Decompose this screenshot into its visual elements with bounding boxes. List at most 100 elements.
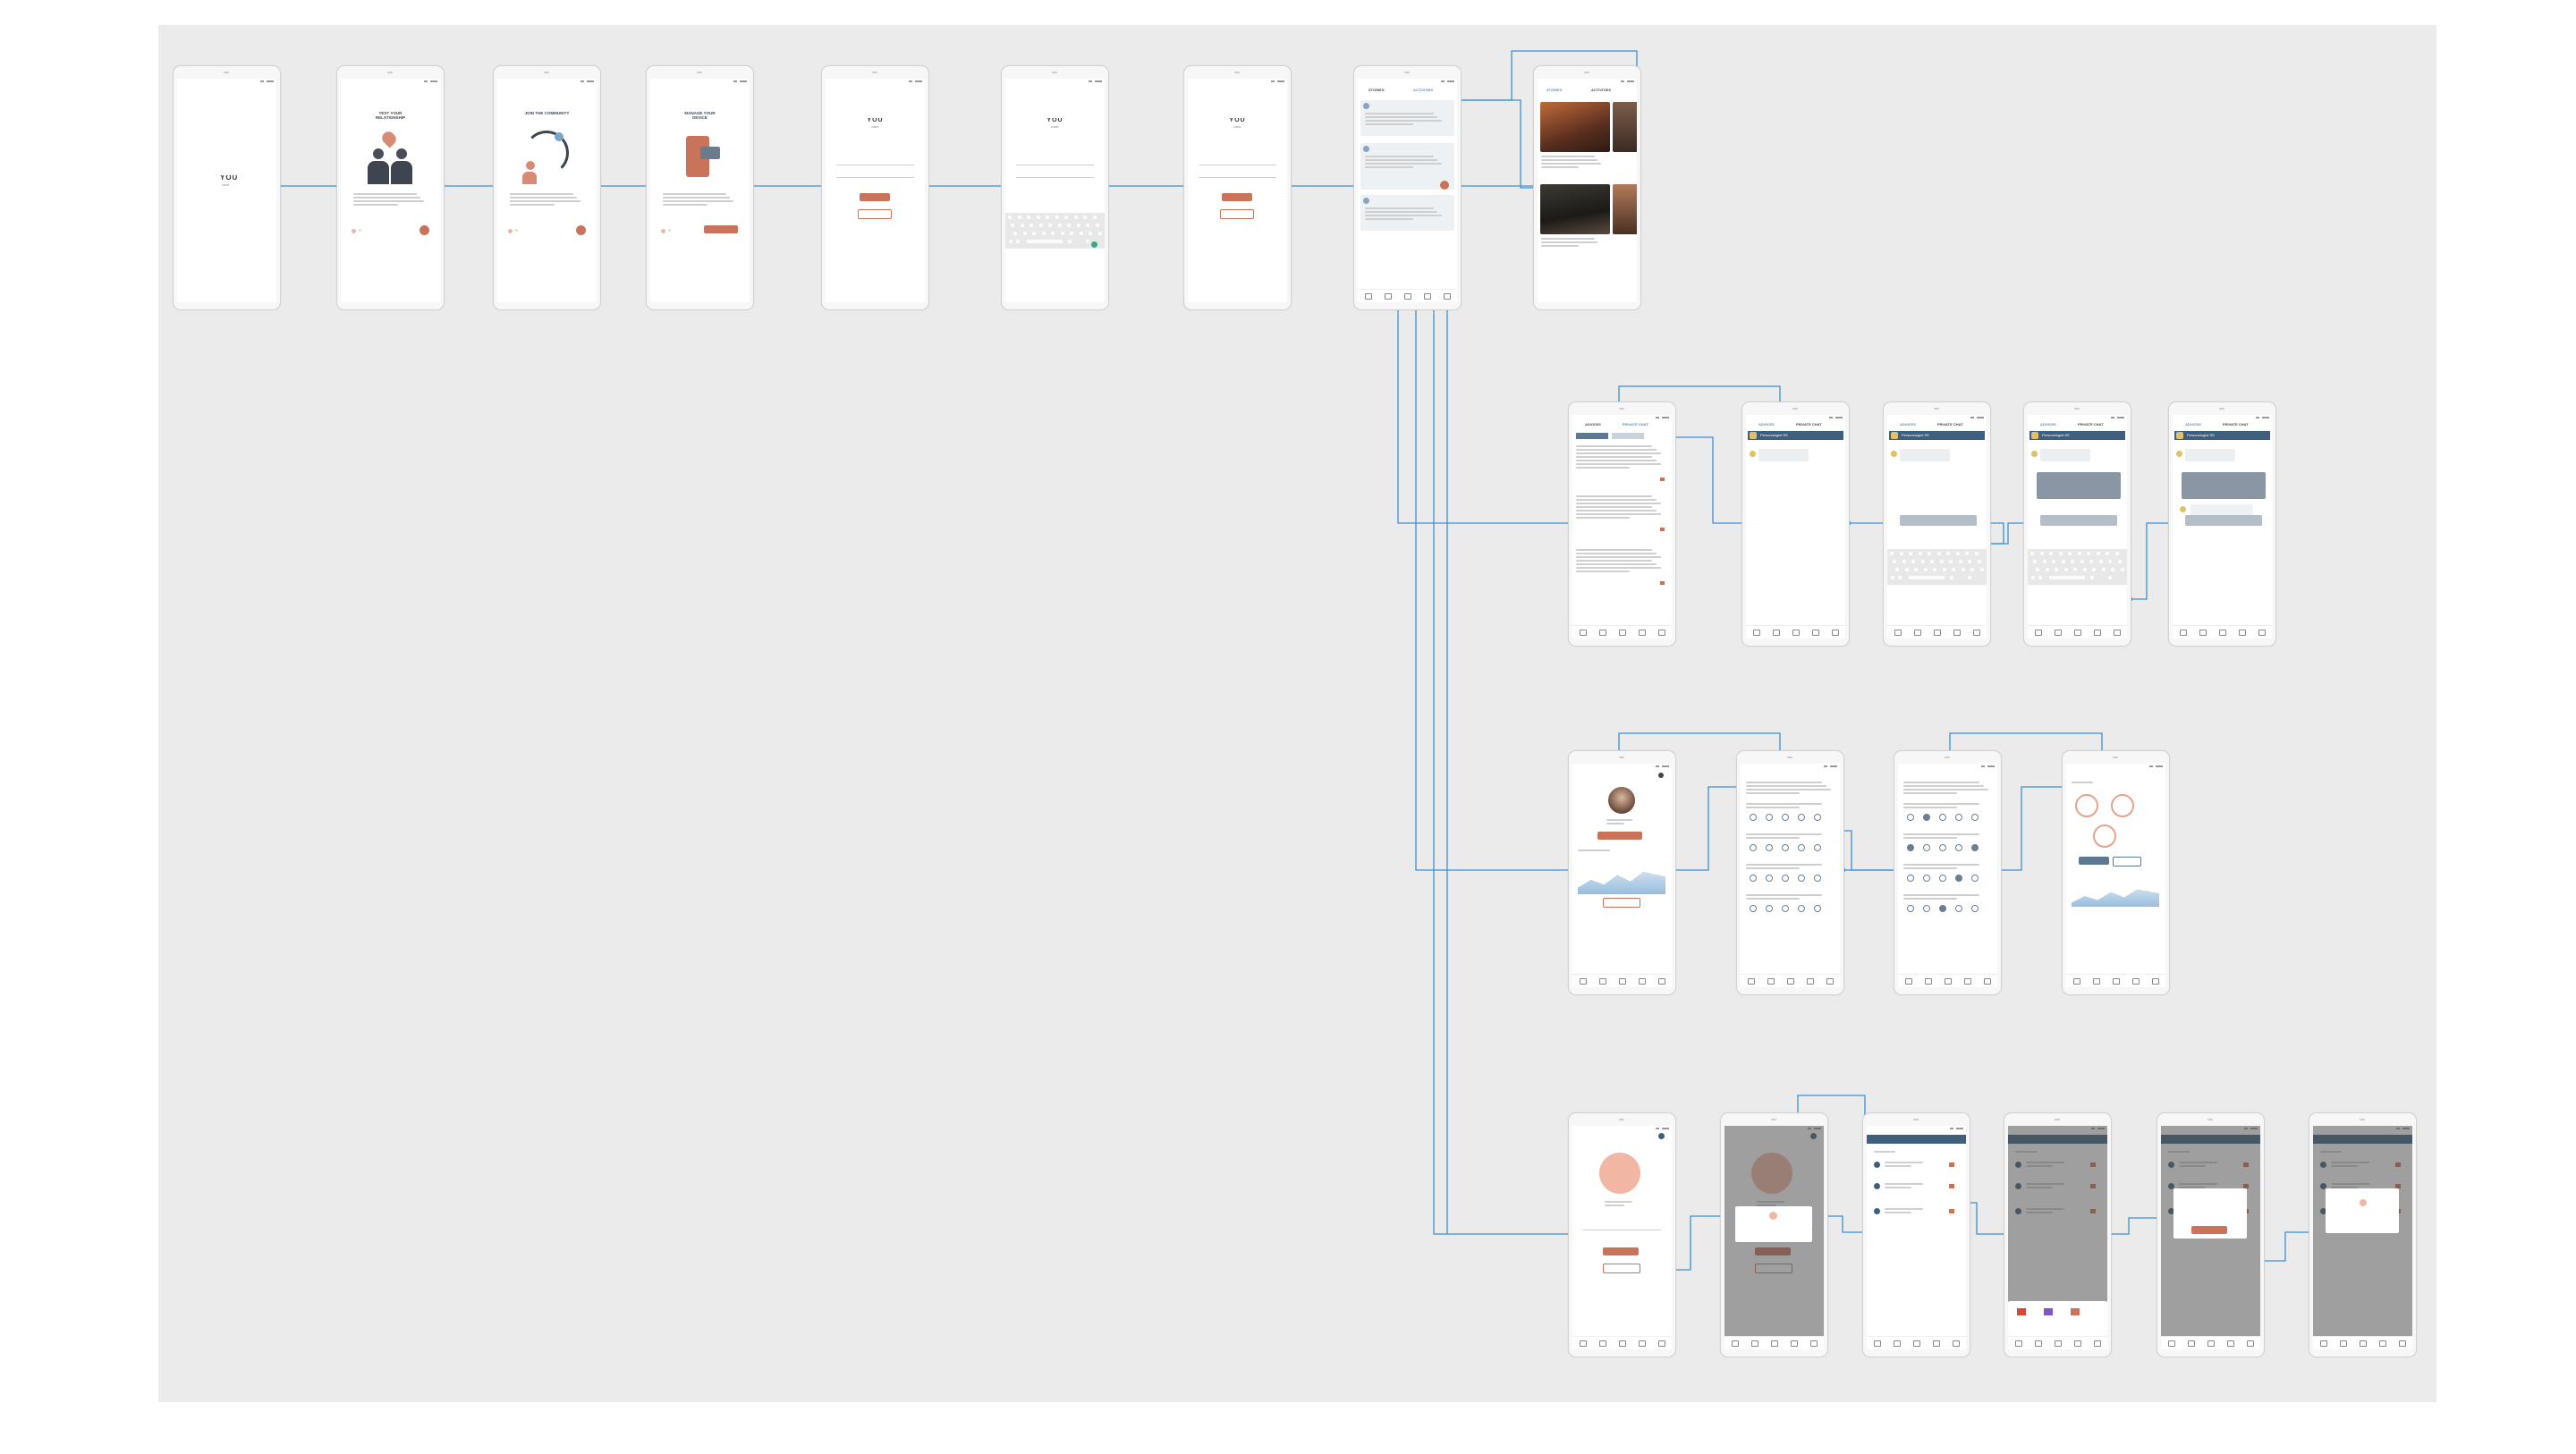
key[interactable] <box>1011 224 1014 227</box>
key[interactable] <box>2039 552 2044 555</box>
key[interactable] <box>2038 576 2042 579</box>
nav-tab-icon[interactable] <box>1791 1340 1798 1347</box>
activity-photo-relax[interactable] <box>1540 184 1610 234</box>
key[interactable] <box>2073 568 2077 571</box>
screen-test2[interactable] <box>1894 750 2002 995</box>
nav-tab-icon[interactable] <box>1599 630 1606 636</box>
answer-radio[interactable] <box>1766 875 1773 882</box>
key[interactable] <box>1979 568 1984 571</box>
connect-button[interactable] <box>1603 1247 1639 1255</box>
key[interactable] <box>1079 232 1083 235</box>
login-button[interactable] <box>860 193 890 201</box>
nav-tab-icon[interactable] <box>2340 1340 2347 1347</box>
key[interactable] <box>1933 568 1936 571</box>
key[interactable] <box>2082 568 2087 571</box>
key[interactable] <box>1936 552 1941 555</box>
key[interactable] <box>1909 576 1945 579</box>
key[interactable] <box>1009 240 1013 243</box>
nav-tab-icon[interactable] <box>1826 978 1834 985</box>
tab-advices[interactable]: ADVICES <box>2185 422 2201 427</box>
email-field[interactable] <box>836 159 914 165</box>
screen-onb2[interactable]: JOIN THE COMMUNITY <box>493 65 601 310</box>
tab-stories[interactable]: STORIES <box>1368 88 1385 92</box>
key[interactable] <box>1097 232 1102 235</box>
nav-tab-icon[interactable] <box>2258 630 2266 636</box>
key[interactable] <box>1920 560 1925 563</box>
answer-radio[interactable] <box>1814 844 1821 851</box>
key[interactable] <box>2106 552 2109 555</box>
activity-photo[interactable] <box>1613 102 1637 152</box>
nav-tab-icon[interactable] <box>2247 1340 2254 1347</box>
answer-radio[interactable] <box>1939 875 1946 882</box>
next-button[interactable] <box>576 225 586 235</box>
nav-tab-icon[interactable] <box>1639 630 1646 636</box>
nav-tab-icon[interactable] <box>1984 978 1991 985</box>
answer-radio[interactable] <box>1798 844 1805 851</box>
key[interactable] <box>2049 576 2085 579</box>
nav-tab-icon[interactable] <box>1773 630 1780 636</box>
key[interactable] <box>1060 232 1064 235</box>
share-icon[interactable] <box>1949 1184 1954 1188</box>
nav-tab-icon[interactable] <box>1905 978 1912 985</box>
keyboard-enter-button[interactable] <box>1091 241 1097 248</box>
key[interactable] <box>2096 552 2100 555</box>
screen-share[interactable] <box>2004 1112 2112 1357</box>
tab-private-chat[interactable]: PRIVATE CHAT <box>1623 422 1648 427</box>
answer-radio[interactable] <box>1814 905 1821 912</box>
key[interactable] <box>1890 552 1894 555</box>
key[interactable] <box>1895 568 1899 571</box>
key[interactable] <box>1089 232 1092 235</box>
answer-radio[interactable] <box>1798 814 1805 821</box>
nav-tab-icon[interactable] <box>2073 978 2080 985</box>
share-icon[interactable] <box>1949 1209 1954 1213</box>
answer-radio[interactable] <box>1971 875 1979 882</box>
key[interactable] <box>1076 224 1080 227</box>
key[interactable] <box>2092 568 2096 571</box>
help-icon[interactable] <box>1658 1133 1665 1139</box>
nav-tab-icon[interactable] <box>1599 978 1606 985</box>
keyboard[interactable] <box>1887 549 1987 585</box>
answer-radio[interactable] <box>1971 905 1979 912</box>
key[interactable] <box>2036 568 2039 571</box>
nav-tab-icon[interactable] <box>2113 978 2120 985</box>
message-input[interactable] <box>2185 515 2262 526</box>
key[interactable] <box>1067 224 1071 227</box>
key[interactable] <box>1048 224 1052 227</box>
key[interactable] <box>2089 560 2093 563</box>
answer-radio[interactable] <box>1782 905 1789 912</box>
key[interactable] <box>1952 568 1955 571</box>
answer-radio[interactable] <box>1923 814 1930 821</box>
answer-radio[interactable] <box>1750 814 1757 821</box>
key[interactable] <box>1027 240 1063 243</box>
compose-fab-button[interactable] <box>1440 181 1449 190</box>
nav-tab-icon[interactable] <box>1748 978 1755 985</box>
nav-tab-icon[interactable] <box>1945 978 1952 985</box>
nav-tab-icon[interactable] <box>2015 1340 2022 1347</box>
key[interactable] <box>2101 568 2106 571</box>
nav-tab-icon[interactable] <box>2152 978 2159 985</box>
key[interactable] <box>1057 224 1062 227</box>
key[interactable] <box>1092 216 1097 219</box>
key[interactable] <box>1898 576 1902 579</box>
answer-radio[interactable] <box>1971 814 1979 821</box>
nav-tab-icon[interactable] <box>2219 630 2226 636</box>
nav-tab-icon[interactable] <box>1639 1340 1646 1347</box>
key[interactable] <box>1086 240 1089 243</box>
key[interactable] <box>1891 576 1894 579</box>
key[interactable] <box>1909 552 1912 555</box>
key[interactable] <box>1073 216 1078 219</box>
next-button[interactable] <box>419 225 429 235</box>
buy-device-button[interactable] <box>1603 1264 1640 1273</box>
answer-radio[interactable] <box>1939 905 1946 912</box>
tab-private-chat[interactable]: PRIVATE CHAT <box>2223 422 2249 427</box>
key[interactable] <box>2058 552 2063 555</box>
tab-advices[interactable]: ADVICES <box>2040 422 2056 427</box>
screen-test1[interactable] <box>1736 750 1844 995</box>
key[interactable] <box>2090 576 2094 579</box>
screen-result[interactable] <box>2062 750 2170 995</box>
recording-play-icon[interactable] <box>1874 1162 1880 1168</box>
screen-recmodal[interactable] <box>2157 1112 2265 1357</box>
